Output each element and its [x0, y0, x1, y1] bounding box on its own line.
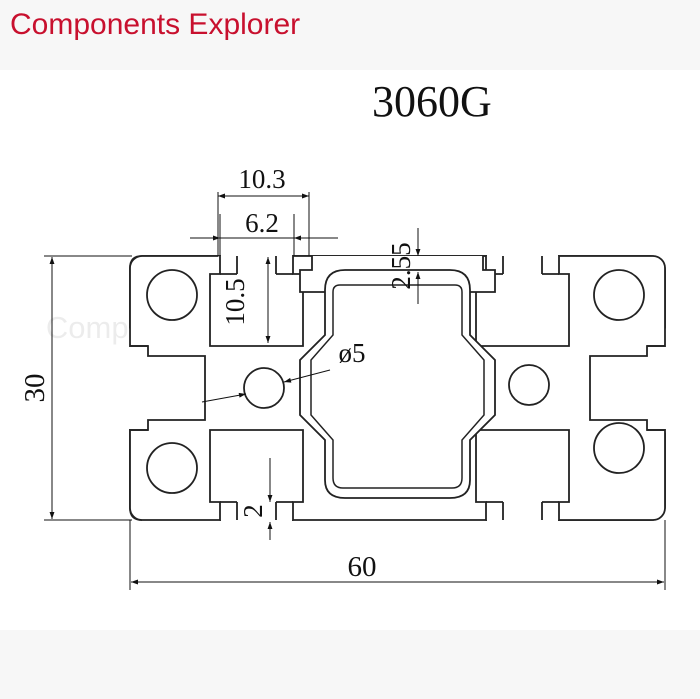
- footer-band: [0, 630, 700, 699]
- bottom-left-slot: [209, 429, 304, 520]
- dim-label-60: 60: [348, 551, 377, 583]
- dim-label-hole: ø5: [339, 338, 366, 368]
- center-hole-left: [243, 367, 285, 409]
- dim-label-10-5: 10.5: [220, 278, 250, 325]
- dim-line-hole-left: [201, 392, 247, 403]
- dim-label-2-55: 2.55: [386, 242, 416, 289]
- center-hole-right: [508, 364, 550, 406]
- dim-line-hole-right: [283, 369, 331, 383]
- bottom-right-slot: [475, 429, 570, 520]
- dim-label-30: 30: [19, 374, 51, 403]
- corner-hole-top-right: [593, 269, 645, 321]
- corner-hole-bottom-left: [146, 442, 198, 494]
- left-end-slot: [130, 345, 206, 431]
- right-end-slot: [589, 345, 665, 431]
- corner-hole-top-left: [146, 269, 198, 321]
- header-band: [0, 0, 700, 70]
- dim-label-2: 2: [238, 504, 268, 518]
- top-left-slot: [209, 256, 304, 347]
- dim-label-10-3: 10.3: [238, 164, 285, 194]
- center-cavity-inner: [310, 284, 485, 489]
- brand-title: Components Explorer: [10, 8, 301, 41]
- corner-hole-bottom-right: [593, 422, 645, 474]
- profile-model-label: 3060G: [372, 77, 492, 126]
- dim-label-6-2: 6.2: [245, 208, 279, 238]
